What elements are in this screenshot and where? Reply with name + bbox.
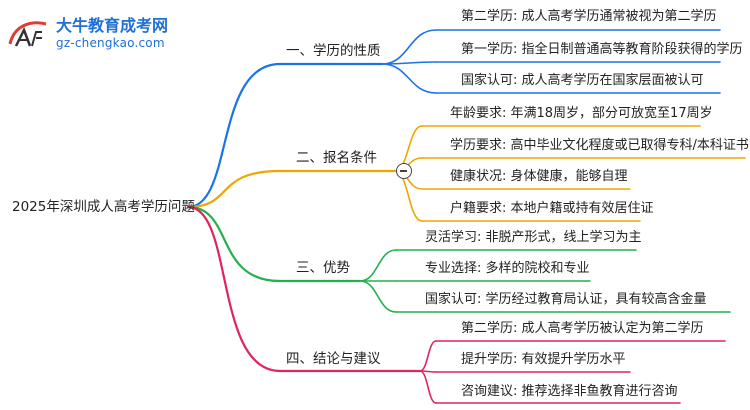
leaf-item[interactable]: 灵活学习: 非脱产形式，线上学习为主 — [425, 230, 642, 245]
leaf-item[interactable]: 年龄要求: 年满18周岁，部分可放宽至17周岁 — [450, 106, 713, 121]
leaf-item[interactable]: 健康状况: 身体健康，能够自理 — [450, 169, 628, 184]
leaf-item[interactable]: 提升学历: 有效提升学历水平 — [461, 352, 626, 367]
leaf-item[interactable]: 第二学历: 成人高考学历通常被视为第二学历 — [461, 9, 717, 24]
leaf-connector — [359, 249, 397, 282]
branch-label-nature[interactable]: 一、学历的性质 — [286, 43, 381, 59]
collapse-toggle-button[interactable] — [396, 163, 412, 179]
leaf-connector — [419, 370, 437, 404]
leaf-connector — [419, 340, 437, 372]
root-topic[interactable]: 2025年深圳成人高考学历问题 — [12, 199, 195, 215]
leaf-item[interactable]: 第一学历: 指全日制普通高等教育阶段获得的学历 — [461, 42, 743, 57]
branch-label-advantages[interactable]: 三、优势 — [296, 260, 350, 276]
branch-label-requirements[interactable]: 二、报名条件 — [296, 150, 377, 166]
logo-badge-icon — [8, 21, 47, 47]
branch-connector — [186, 205, 282, 283]
logo-title: 大牛教育成考网 — [56, 16, 169, 35]
leaf-connector — [394, 170, 423, 222]
logo-url: gz-chengkao.com — [56, 36, 165, 50]
leaf-connector — [359, 280, 397, 313]
leaf-item[interactable]: 国家认可: 成人高考学历在国家层面被认可 — [461, 73, 704, 88]
leaf-item[interactable]: 国家认可: 学历经过教育局认证，具有较高含金量 — [425, 292, 707, 307]
logo: 大牛教育成考网 gz-chengkao.com — [6, 16, 266, 52]
leaf-item[interactable]: 咨询建议: 推荐选择非鱼教育进行咨询 — [461, 384, 678, 399]
leaf-connector — [381, 63, 437, 94]
leaf-item[interactable]: 学历要求: 高中毕业文化程度或已取得专科/本科证书 — [450, 138, 749, 153]
branch-connector — [186, 205, 282, 373]
branch-connector — [186, 62, 282, 209]
branch-connector — [186, 169, 282, 209]
leaf-item[interactable]: 第二学历: 成人高考学历被认定为第二学历 — [461, 321, 704, 336]
branch-label-conclusion[interactable]: 四、结论与建议 — [286, 351, 381, 367]
leaf-item[interactable]: 专业选择: 多样的院校和专业 — [425, 261, 590, 276]
leaf-item[interactable]: 户籍要求: 本地户籍或持有效居住证 — [450, 201, 654, 216]
leaf-connector — [381, 29, 437, 65]
